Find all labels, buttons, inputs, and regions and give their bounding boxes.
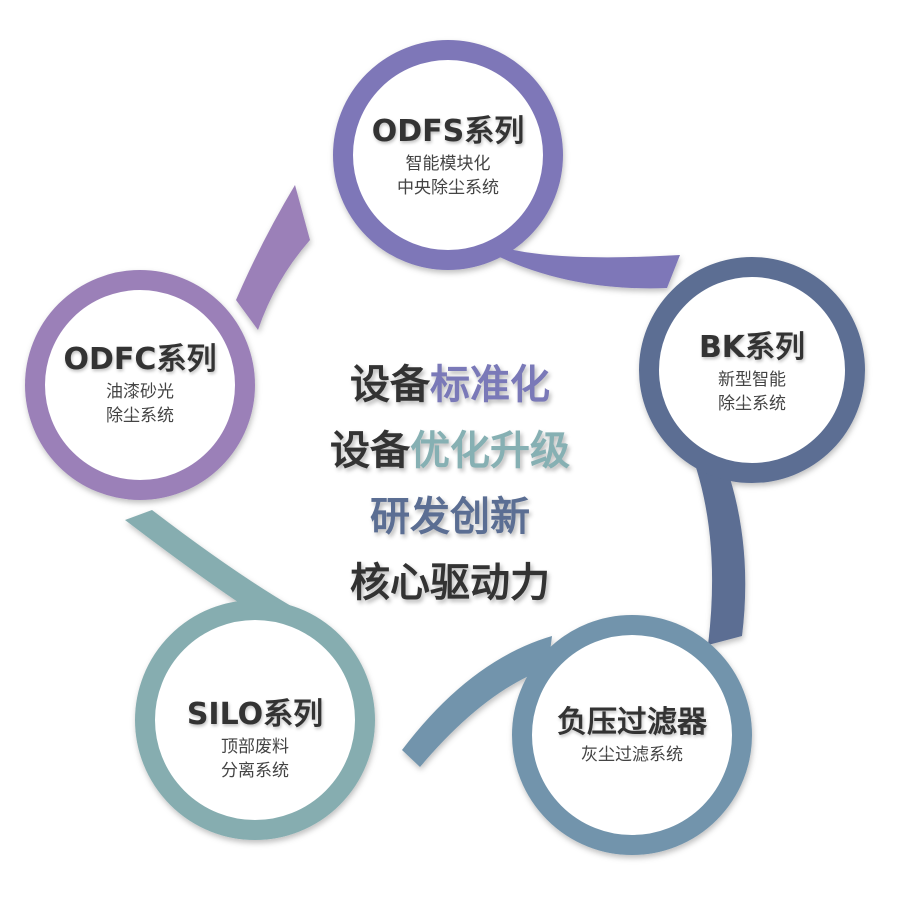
odfc-node: ODFC系列 油漆砂光 除尘系统 (25, 340, 255, 428)
odfc-ring (25, 270, 255, 500)
odfc-desc-line-1: 油漆砂光 (106, 382, 174, 402)
odfs-desc-line-2: 中央除尘系统 (397, 178, 499, 198)
bk-ring (639, 257, 865, 483)
slogan-line2-accent: 优化升级 (410, 428, 570, 474)
bk-node: BK系列 新型智能 除尘系统 (637, 328, 867, 416)
slogan-line2-prefix: 设备 (330, 428, 410, 474)
odfs-node-shape (333, 40, 680, 289)
odfs-desc-line-1: 智能模块化 (405, 154, 491, 174)
filter-title: 负压过滤器 (557, 705, 707, 740)
odfc-title: ODFC系列 (63, 342, 217, 377)
odfc-node-shape (25, 185, 310, 500)
slogan-line1-accent: 标准化 (430, 362, 550, 408)
filter-node: 负压过滤器 灰尘过滤系统 (517, 703, 747, 767)
silo-ring (135, 600, 375, 840)
slogan-line-optimization: 设备优化升级 (280, 418, 620, 484)
center-slogan: 设备标准化 设备优化升级 研发创新 核心驱动力 (280, 352, 620, 616)
odfs-tail (478, 246, 680, 289)
slogan-line-standardization: 设备标准化 (280, 352, 620, 418)
bk-desc-line-1: 新型智能 (718, 370, 786, 390)
odfs-ring (333, 40, 563, 270)
slogan-line-rd-innovation: 研发创新 (370, 494, 530, 540)
silo-node: SILO系列 顶部废料 分离系统 (140, 695, 370, 783)
slogan-line1-prefix: 设备 (350, 362, 430, 408)
bk-desc-line-2: 除尘系统 (718, 394, 786, 414)
filter-desc-line-1: 灰尘过滤系统 (581, 745, 683, 765)
odfs-node: ODFS系列 智能模块化 中央除尘系统 (333, 112, 563, 200)
bk-title: BK系列 (698, 330, 806, 365)
silo-title: SILO系列 (186, 697, 324, 732)
filter-tail (402, 636, 552, 767)
filter-ring (512, 615, 752, 855)
filter-node-shape (402, 615, 752, 855)
odfc-tail (236, 185, 310, 330)
silo-desc-line-2: 分离系统 (221, 761, 289, 781)
silo-node-shape (125, 510, 375, 840)
odfs-title: ODFS系列 (371, 114, 525, 149)
bk-node-shape (639, 257, 865, 645)
bk-tail (688, 440, 746, 645)
odfc-desc-line-2: 除尘系统 (106, 406, 174, 426)
silo-desc-line-1: 顶部废料 (221, 737, 289, 757)
slogan-line-core-driver: 核心驱动力 (350, 560, 550, 606)
